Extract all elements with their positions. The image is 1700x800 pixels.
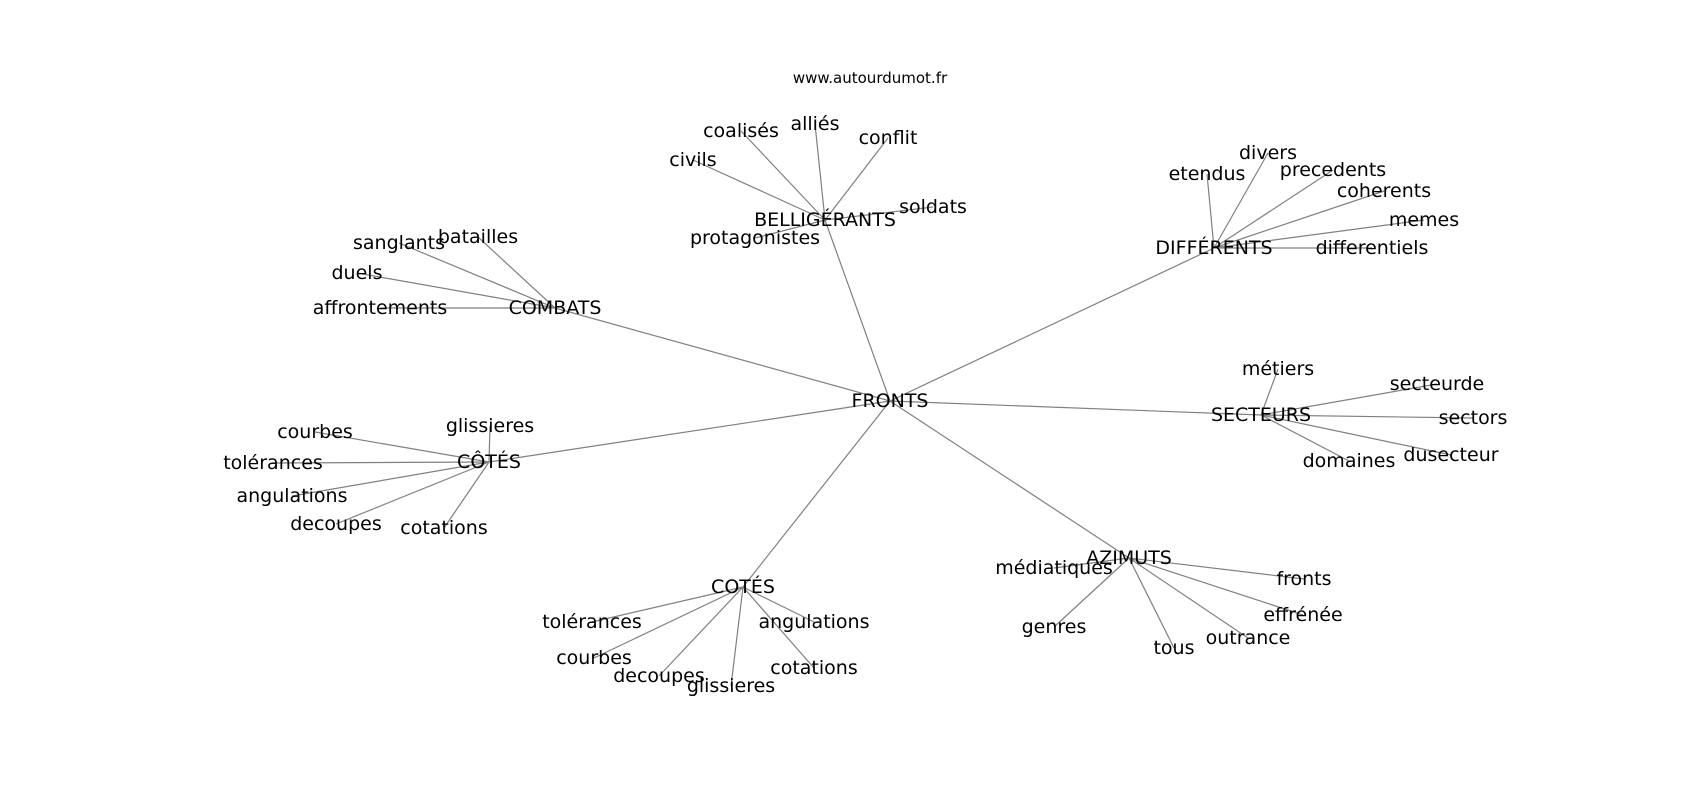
word-node-protagonistes: protagonistes bbox=[690, 227, 820, 249]
word-node-coherents: coherents bbox=[1337, 180, 1431, 202]
edge-cotes-decoupes bbox=[335, 461, 490, 525]
graph-edges bbox=[272, 123, 1474, 687]
edge-azimuts-genres bbox=[1053, 557, 1130, 628]
edge-combats-batailles bbox=[477, 236, 556, 309]
word-node-etendus: etendus bbox=[1169, 163, 1246, 185]
edge-azimuts-tous bbox=[1128, 557, 1175, 649]
edge-root-azimuts bbox=[889, 400, 1130, 559]
word-node-angulations: angulations bbox=[236, 485, 347, 507]
group-node-combats: COMBATS bbox=[509, 297, 602, 319]
word-node-angulations: angulations bbox=[758, 611, 869, 633]
group-node-differents: DIFFÉRENTS bbox=[1155, 236, 1272, 259]
group-node-azimuts: AZIMUTS bbox=[1086, 547, 1172, 569]
word-node-fronts: fronts bbox=[1276, 568, 1331, 590]
root-node-label: FRONTS bbox=[852, 390, 929, 412]
word-node-mediatiques: médiatiques bbox=[995, 557, 1113, 579]
word-node-decoupes: decoupes bbox=[613, 665, 705, 687]
word-node-decoupes: decoupes bbox=[290, 513, 382, 535]
group-node-secteurs: SECTEURS bbox=[1211, 404, 1311, 426]
word-node-cotations: cotations bbox=[400, 517, 487, 539]
edge-differents-divers bbox=[1213, 152, 1269, 249]
edge-belligerants-soldats bbox=[824, 206, 934, 221]
edge-cotes-courbes bbox=[593, 586, 744, 659]
edge-cotes-cotations bbox=[443, 461, 490, 529]
word-node-coalises: coalisés bbox=[703, 120, 779, 142]
edge-cotes-glissieres bbox=[730, 586, 744, 687]
edge-secteurs-secteurde bbox=[1260, 383, 1438, 416]
edge-cotes-decoupes bbox=[658, 586, 744, 677]
edge-root-cotes bbox=[742, 400, 891, 588]
word-node-divers: divers bbox=[1239, 142, 1297, 164]
word-node-tous: tous bbox=[1153, 637, 1194, 659]
edge-azimuts-effrenee bbox=[1128, 557, 1304, 616]
edge-combats-duels bbox=[356, 272, 556, 309]
word-node-batailles: batailles bbox=[438, 226, 518, 248]
group-node-belligerants: BELLIGÉRANTS bbox=[754, 208, 896, 231]
group-node-cotes: COTÉS bbox=[711, 575, 775, 598]
word-node-metiers: métiers bbox=[1242, 358, 1314, 380]
word-node-genres: genres bbox=[1022, 616, 1087, 638]
word-node-tolerances: tolérances bbox=[223, 452, 323, 474]
word-node-domaines: domaines bbox=[1303, 450, 1396, 472]
group-node-cotes: CÔTÉS bbox=[457, 449, 521, 473]
edge-secteurs-metiers bbox=[1260, 368, 1279, 416]
word-node-duels: duels bbox=[332, 262, 383, 284]
edge-root-combats bbox=[554, 307, 891, 402]
edge-belligerants-civils bbox=[692, 159, 826, 221]
edge-root-cotes bbox=[488, 400, 891, 463]
word-node-glissieres: glissieres bbox=[687, 675, 775, 697]
edge-root-belligerants bbox=[824, 219, 891, 402]
word-node-affrontements: affrontements bbox=[313, 297, 448, 319]
word-node-courbes: courbes bbox=[556, 647, 632, 669]
edge-cotes-cotations bbox=[742, 586, 815, 669]
edge-cotes-tolerances bbox=[591, 586, 744, 623]
word-node-civils: civils bbox=[669, 149, 716, 171]
edge-azimuts-mediatiques bbox=[1053, 557, 1130, 569]
word-node-differentiels: differentiels bbox=[1316, 237, 1429, 259]
word-node-effrenee: effrénée bbox=[1263, 604, 1342, 626]
edge-belligerants-allies bbox=[814, 123, 826, 221]
word-node-conflit: conflit bbox=[859, 127, 918, 149]
source-label: www.autourdumot.fr bbox=[793, 69, 948, 87]
edge-differents-memes bbox=[1213, 219, 1425, 249]
edge-differents-precedents bbox=[1213, 169, 1334, 249]
word-node-allies: alliés bbox=[790, 113, 839, 135]
edge-combats-sanglants bbox=[398, 242, 556, 309]
edge-differents-etendus bbox=[1206, 173, 1215, 249]
graph-labels: FRONTS BELLIGÉRANTS civils coalisés alliés co… bbox=[223, 113, 1507, 697]
edge-root-differents bbox=[889, 247, 1215, 402]
word-node-tolerances: tolérances bbox=[542, 611, 642, 633]
word-node-sectors: sectors bbox=[1439, 407, 1508, 429]
edge-secteurs-sectors bbox=[1260, 414, 1474, 419]
word-node-outrance: outrance bbox=[1206, 627, 1291, 649]
edge-root-secteurs bbox=[889, 400, 1262, 416]
edge-cotes-courbes bbox=[314, 431, 490, 463]
edge-cotes-angulations bbox=[742, 586, 815, 623]
edge-belligerants-conflit bbox=[824, 137, 889, 221]
edge-belligerants-coalises bbox=[740, 130, 826, 221]
word-node-soldats: soldats bbox=[899, 196, 967, 218]
edge-cotes-glissieres bbox=[488, 425, 491, 463]
word-node-sanglants: sanglants bbox=[353, 232, 445, 254]
edge-cotes-tolerances bbox=[272, 461, 490, 464]
word-node-cotations: cotations bbox=[770, 657, 857, 679]
edge-differents-coherents bbox=[1213, 190, 1385, 249]
edge-cotes-angulations bbox=[291, 461, 490, 497]
word-node-precedents: precedents bbox=[1280, 159, 1386, 181]
word-node-courbes: courbes bbox=[277, 421, 353, 443]
edge-secteurs-dusecteur bbox=[1260, 414, 1452, 456]
edge-secteurs-domaines bbox=[1260, 414, 1350, 462]
word-node-memes: memes bbox=[1389, 209, 1459, 231]
word-node-secteurde: secteurde bbox=[1390, 373, 1484, 395]
word-node-glissieres: glissieres bbox=[446, 415, 534, 437]
edge-belligerants-protagonistes bbox=[754, 219, 826, 239]
edge-azimuts-outrance bbox=[1128, 557, 1249, 639]
edge-azimuts-fronts bbox=[1128, 557, 1305, 580]
word-node-dusecteur: dusecteur bbox=[1403, 444, 1498, 466]
